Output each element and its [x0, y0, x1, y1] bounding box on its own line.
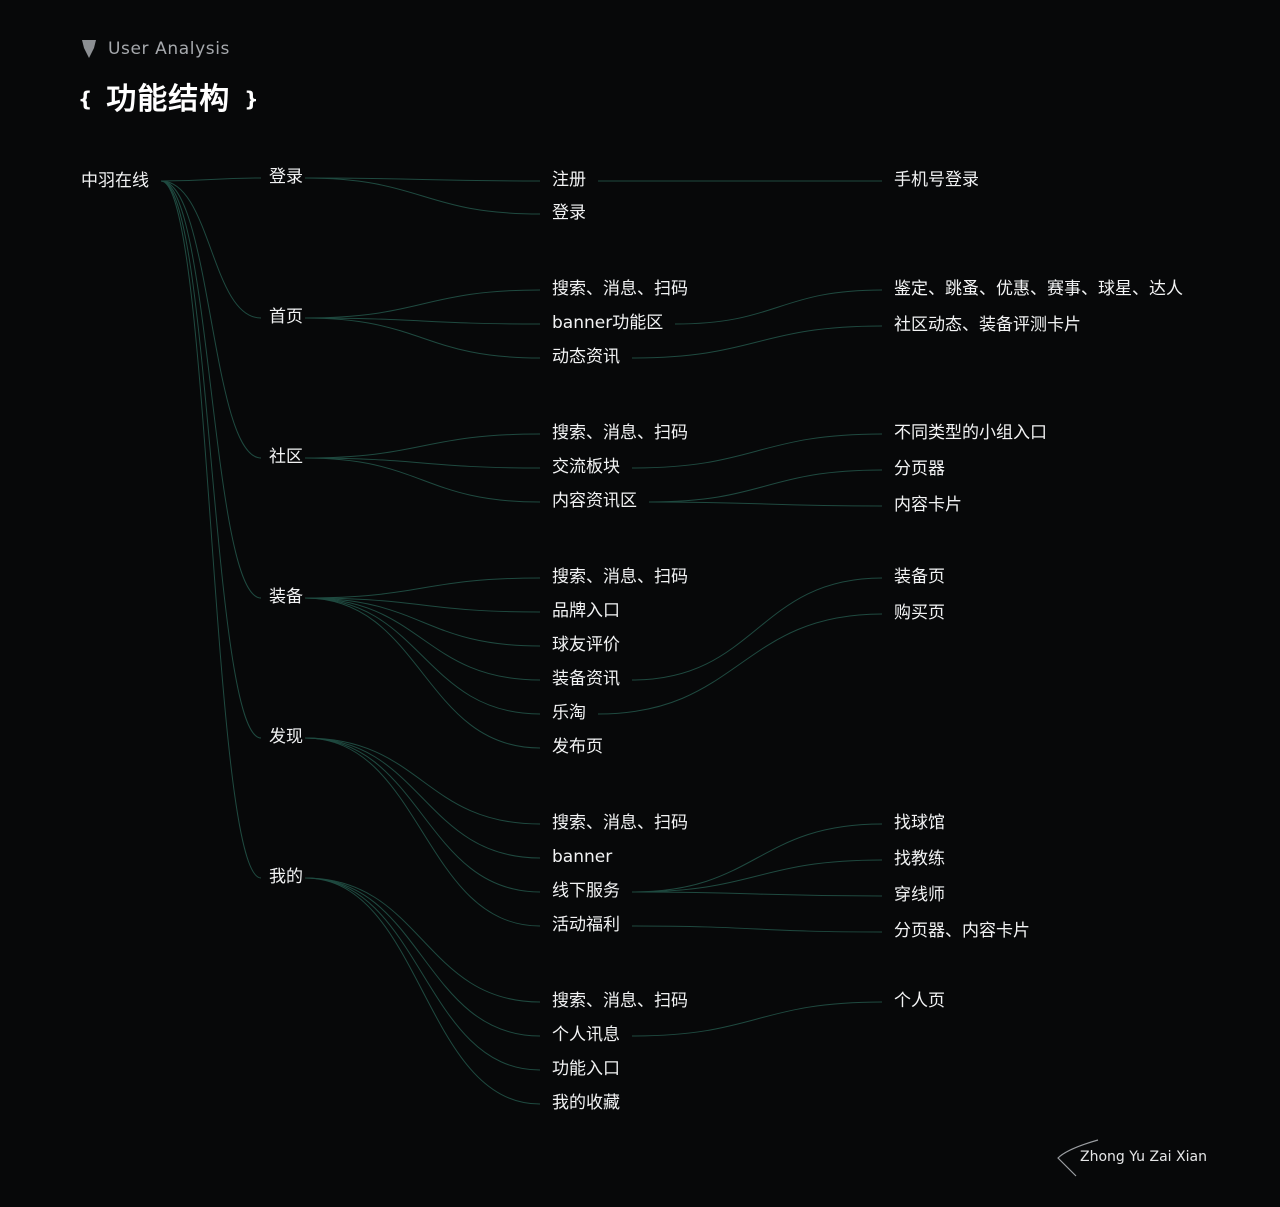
- edge-branch-to-child: [304, 433, 541, 459]
- edge-root-to-branch: [160, 180, 262, 319]
- branch-discover-child: 活动福利: [552, 915, 620, 935]
- branch-discover-child: banner: [552, 847, 613, 867]
- branch-gear-child: 乐淘: [552, 703, 586, 723]
- branch-gear-leaf: 装备页: [894, 567, 945, 587]
- edge-root-to-branch: [160, 180, 262, 739]
- edge-branch-to-child: [304, 737, 541, 825]
- branch-gear-child: 发布页: [552, 737, 603, 757]
- branch-gear-child: 装备资讯: [552, 669, 620, 689]
- edge-branch-to-child: [304, 877, 541, 1105]
- edge-root-to-branch: [160, 177, 262, 182]
- edge-child-to-leaf: [631, 823, 883, 893]
- edge-branch-to-child: [304, 737, 541, 927]
- branch-mine-child: 个人讯息: [552, 1025, 620, 1045]
- edge-child-to-leaf: [648, 501, 883, 507]
- branch-discover-child: 搜索、消息、扫码: [552, 813, 688, 833]
- branch-mine-child: 搜索、消息、扫码: [552, 991, 688, 1011]
- edge-branch-to-child: [304, 597, 541, 749]
- branch-community-leaf: 内容卡片: [894, 495, 962, 515]
- branch-community: 社区: [269, 447, 303, 467]
- page-title-text: 功能结构: [106, 82, 231, 117]
- branch-mine-child: 功能入口: [552, 1059, 620, 1079]
- branch-gear: 装备: [269, 587, 303, 607]
- branch-community-child: 搜索、消息、扫码: [552, 423, 688, 443]
- branch-gear-leaf: 购买页: [894, 603, 945, 623]
- branch-login-child: 注册: [552, 170, 586, 190]
- branch-mine-child: 我的收藏: [552, 1093, 620, 1113]
- edge-branch-to-child: [304, 597, 541, 613]
- close-brace: }: [244, 87, 259, 111]
- open-brace: {: [78, 87, 93, 111]
- branch-discover-leaf: 穿线师: [894, 885, 945, 905]
- edge-root-to-branch: [160, 180, 262, 459]
- brand-signature: Zhong Yu Zai Xian: [1056, 1138, 1207, 1178]
- branch-home: 首页: [269, 307, 303, 327]
- edge-branch-to-child: [304, 177, 541, 215]
- branch-home-child: banner功能区: [552, 313, 664, 333]
- branch-discover: 发现: [269, 727, 303, 747]
- page-title: { 功能结构 }: [78, 74, 259, 118]
- edge-branch-to-child: [304, 317, 541, 325]
- edge-child-to-leaf: [648, 469, 883, 503]
- edge-child-to-leaf: [631, 925, 883, 933]
- edge-branch-to-child: [304, 877, 541, 1037]
- edge-child-to-leaf: [674, 289, 883, 325]
- edge-child-to-leaf: [597, 613, 883, 715]
- edge-root-to-branch: [160, 180, 262, 879]
- branch-login-leaf: 手机号登录: [894, 170, 979, 190]
- branch-home-child: 搜索、消息、扫码: [552, 279, 688, 299]
- branch-home-leaf: 鉴定、跳蚤、优惠、赛事、球星、达人: [894, 279, 1183, 299]
- edge-branch-to-child: [304, 597, 541, 647]
- edge-branch-to-child: [304, 317, 541, 359]
- branch-gear-child: 品牌入口: [552, 601, 620, 621]
- branch-community-child: 内容资讯区: [552, 491, 637, 511]
- signature-text: Zhong Yu Zai Xian: [1080, 1149, 1207, 1165]
- section-eyebrow: User Analysis: [80, 38, 230, 60]
- branch-discover-leaf: 找球馆: [894, 813, 945, 833]
- badge-icon: [82, 40, 96, 58]
- edge-child-to-leaf: [631, 891, 883, 897]
- branch-discover-leaf: 分页器、内容卡片: [894, 921, 1030, 941]
- edge-branch-to-child: [304, 737, 541, 893]
- edge-branch-to-child: [304, 577, 541, 599]
- edge-branch-to-child: [304, 877, 541, 1003]
- branch-mine: 我的: [269, 867, 303, 887]
- edge-root-to-branch: [160, 180, 262, 599]
- edge-child-to-leaf: [631, 859, 883, 893]
- edge-branch-to-child: [304, 177, 541, 182]
- edge-branch-to-child: [304, 597, 541, 681]
- edge-branch-to-child: [304, 597, 541, 715]
- branch-discover-child: 线下服务: [552, 881, 620, 901]
- tree-root: 中羽在线: [81, 171, 149, 191]
- branch-home-leaf: 社区动态、装备评测卡片: [894, 315, 1081, 335]
- edge-child-to-leaf: [631, 325, 883, 359]
- branch-login: 登录: [269, 167, 303, 187]
- eyebrow-text: User Analysis: [108, 39, 230, 59]
- edge-branch-to-child: [304, 289, 541, 319]
- edge-child-to-leaf: [631, 577, 883, 681]
- branch-community-leaf: 分页器: [894, 459, 945, 479]
- edge-branch-to-child: [304, 457, 541, 469]
- branch-mine-leaf: 个人页: [894, 991, 945, 1011]
- branch-community-child: 交流板块: [552, 457, 620, 477]
- branch-gear-child: 球友评价: [552, 635, 620, 655]
- swoosh-icon: [1057, 1139, 1099, 1177]
- branch-gear-child: 搜索、消息、扫码: [552, 567, 688, 587]
- branch-discover-leaf: 找教练: [894, 849, 945, 869]
- edge-branch-to-child: [304, 457, 541, 503]
- edge-branch-to-child: [304, 737, 541, 859]
- branch-community-leaf: 不同类型的小组入口: [894, 423, 1047, 443]
- edge-branch-to-child: [304, 877, 541, 1071]
- branch-home-child: 动态资讯: [552, 347, 620, 367]
- branch-login-child: 登录: [552, 203, 586, 223]
